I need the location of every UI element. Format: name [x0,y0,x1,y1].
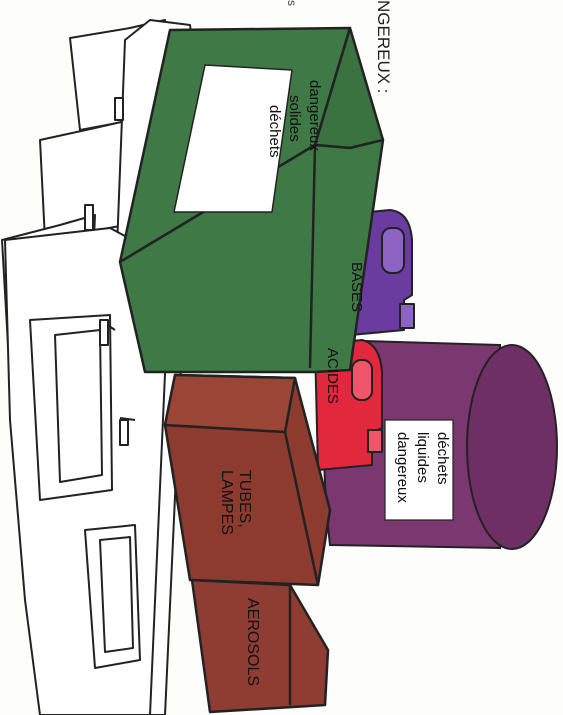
liquid-waste-label-line-1: déchets [434,432,451,485]
solid-waste-label-line-3: dangereux [306,80,323,151]
solid-box-label-panel [173,64,293,213]
solid-waste-box [118,26,385,374]
tubes-lamps-box [163,373,332,587]
drum-lid [466,344,558,550]
pallet-opening-2 [54,329,103,483]
acids-label: ACIDES [324,348,341,404]
header-fragment: NGEREUX : s [285,0,393,94]
solid-waste-label-line-1: déchets [266,105,283,158]
pallet-nail-4 [114,97,124,121]
aerosols-box [190,578,330,714]
liquid-waste-label-line-2: liquides [414,432,431,483]
bases-can-handle [381,227,405,274]
pallet-nail-1 [84,204,94,231]
solid-waste-label: déchets solides dangereux [266,80,323,162]
aerosols-label: AEROSOLS [244,598,261,686]
pallet-nail-2 [99,319,109,346]
acids-can-cap [367,429,383,453]
tubes-lamps-label-line-2: LAMPES [218,470,235,535]
tubes-box-top [163,373,297,434]
aerosols-box-body [190,578,330,714]
tubes-lamps-label-line-1: TUBES, [236,470,253,528]
liquid-waste-label-line-3: dangereux [394,432,411,503]
solid-box-side [118,138,385,374]
bases-can-cap [399,303,415,329]
acids-can-handle [351,359,373,401]
liquid-waste-label-panel [384,419,454,521]
tubes-lamps-label: TUBES, LAMPES [218,470,253,535]
liquid-waste-label: déchets liquides dangereux [394,432,451,503]
solid-waste-label-line-2: solides [286,95,303,142]
pallet-nail-3 [119,419,129,446]
header-small-mark: s [285,0,299,6]
bases-label: BASES [348,262,365,312]
acids-jerrycan [314,339,383,471]
header-title-fragment: NGEREUX : [374,0,393,94]
pallet-opening-4 [99,536,134,653]
